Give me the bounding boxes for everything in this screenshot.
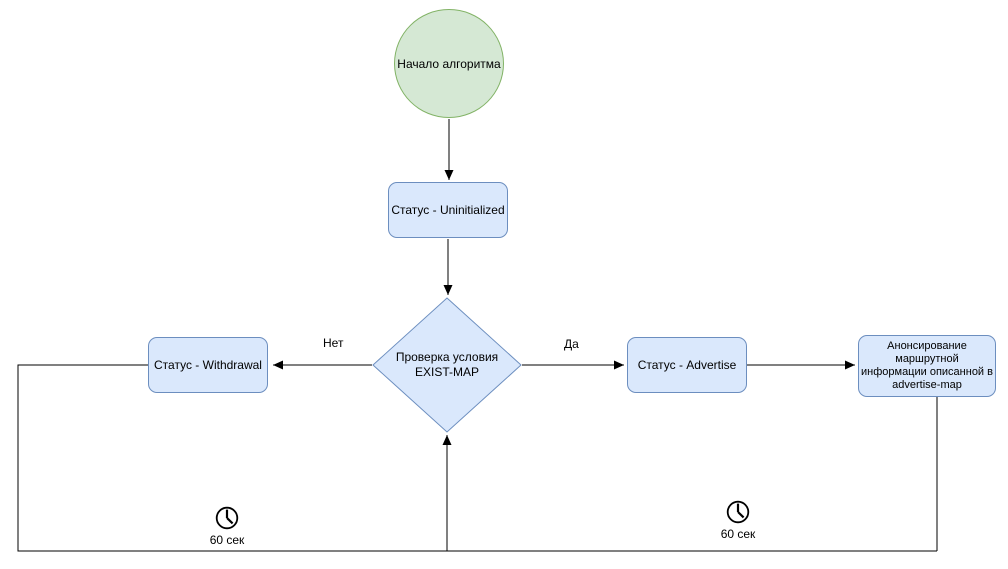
status-withdrawal-node: Статус - Withdrawal [148,337,268,393]
status-advertise-node: Статус - Advertise [627,337,747,393]
status-uninitialized-node: Статус - Uninitialized [388,182,508,238]
advertise-map-node: Анонсирование маршрутной информации опис… [858,335,996,397]
decision-node: Проверка условия EXIST-MAP [372,297,522,433]
timer-left: 60 сек [196,505,258,547]
edge-label-yes: Да [563,337,580,351]
status-advertise-label: Статус - Advertise [637,358,737,372]
clock-icon [726,500,750,524]
edge-label-no: Нет [322,336,345,350]
start-node-label: Начало алгоритма [397,56,501,71]
status-uninitialized-label: Статус - Uninitialized [391,203,505,217]
timer-right-label: 60 сек [720,527,756,541]
clock-icon [215,506,239,530]
start-node: Начало алгоритма [394,9,504,118]
timer-right: 60 сек [707,499,769,541]
status-withdrawal-label: Статус - Withdrawal [154,358,262,372]
advertise-map-label: Анонсирование маршрутной информации опис… [861,340,993,391]
diamond-shape [372,297,522,433]
timer-left-label: 60 сек [209,533,245,547]
decision-label: Проверка условия EXIST-MAP [395,350,499,379]
